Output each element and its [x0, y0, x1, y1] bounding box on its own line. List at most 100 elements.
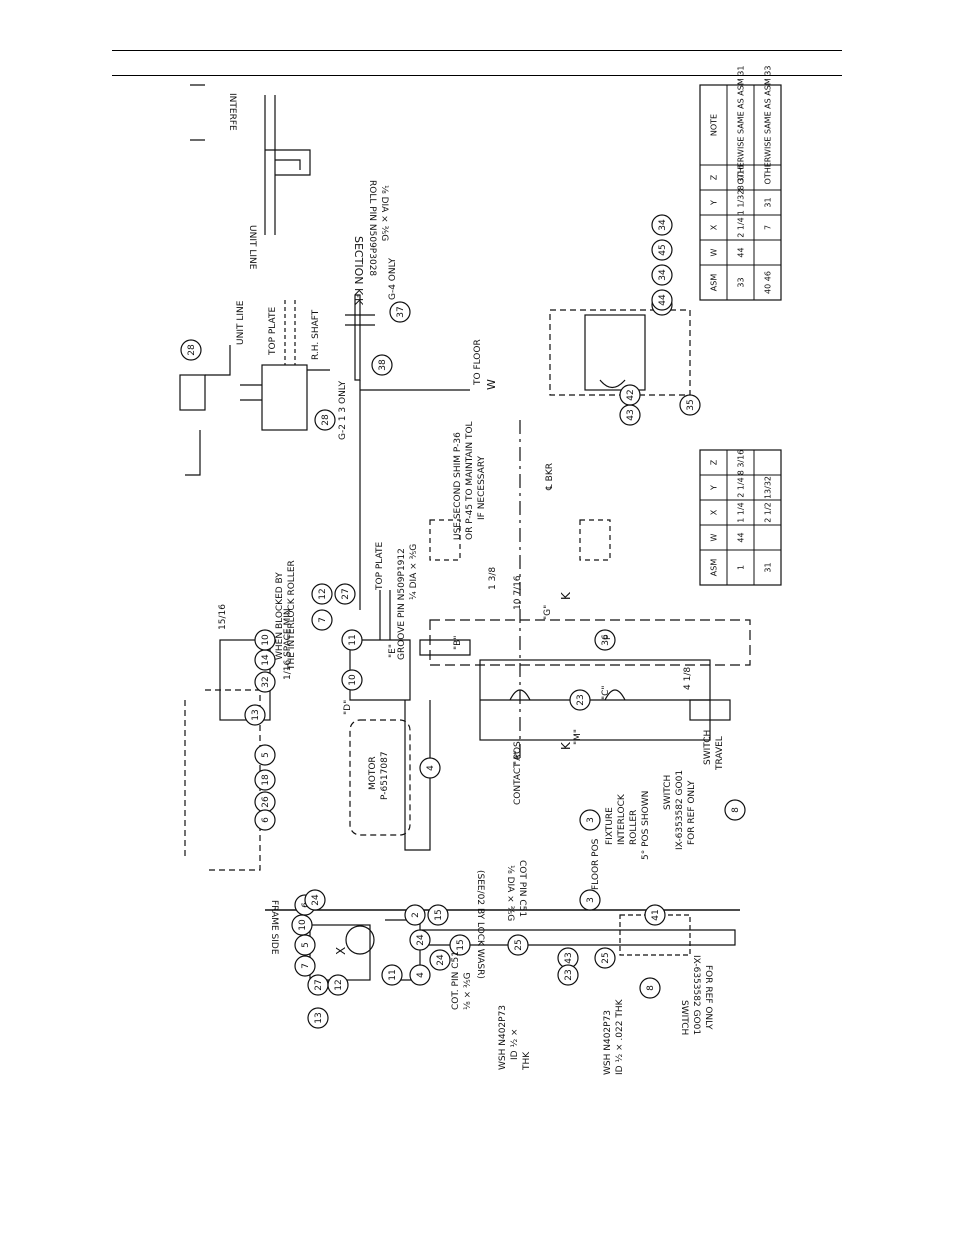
- callout-circle: [569, 689, 591, 711]
- switch-travel-label-2: TRAVEL: [715, 736, 725, 771]
- g4-pin: [345, 314, 375, 326]
- callout-number: 5: [261, 752, 271, 758]
- right-slot: [599, 379, 626, 389]
- callout-number: 18: [261, 774, 271, 786]
- callout-number: 10: [298, 919, 308, 931]
- callout-circle: [371, 354, 393, 376]
- callout-circle: [180, 339, 202, 361]
- five-pos-label: 5° POS SHOWN: [641, 791, 651, 860]
- callout-number: 7: [318, 617, 328, 623]
- cot-pin-2-label: COT. PIN C51: [451, 951, 461, 1010]
- callout-number: 12: [334, 979, 344, 990]
- table-frame: [699, 84, 782, 301]
- callout-number: 25: [514, 939, 524, 950]
- motor-outline: [349, 719, 411, 836]
- groove-pin-shaft: [379, 590, 391, 640]
- callout-number: 10: [348, 674, 358, 686]
- callout-number: 7: [301, 963, 311, 969]
- table-cell: 44: [737, 532, 746, 542]
- callout-number: 8: [731, 807, 741, 813]
- roll-pin-label-b: ⅛ DIA × ⅗G: [379, 185, 389, 241]
- table-cell: 44: [737, 247, 746, 257]
- callout-circle: [307, 1007, 329, 1029]
- callout-circle: [639, 977, 661, 999]
- top-plate-label: TOP PLATE: [268, 307, 278, 356]
- unit-line-leader: [205, 345, 231, 376]
- callout-circle: [409, 964, 431, 986]
- callout-number: 36: [601, 634, 611, 646]
- callout-number: 12: [318, 588, 328, 599]
- dim-10: 10 7/16: [513, 575, 523, 610]
- side-roller: [345, 925, 375, 955]
- washer-2-label-b: ID ½ × .022 THK: [615, 998, 625, 1075]
- callout-number: 27: [314, 979, 324, 990]
- motor-part-label: P-6517087: [380, 751, 390, 800]
- groove-pin-label-b: ¼ DIA × ⅗G: [409, 544, 419, 600]
- callout-number: 32: [261, 676, 271, 687]
- callout-number: 5: [301, 942, 311, 948]
- callout-number: 8: [646, 985, 656, 991]
- lock-wasr-label: (SEE/02 BY LOCK WASR): [475, 870, 485, 979]
- callout-number: 34: [658, 219, 668, 231]
- partial-edge: [185, 430, 201, 476]
- table-cell: 7: [764, 225, 773, 230]
- callout-number: 44: [658, 294, 668, 306]
- table-cell: 8 3/16: [737, 165, 746, 191]
- frame-side-label: FRAME SIDE: [269, 900, 279, 955]
- callout-circle: [419, 757, 441, 779]
- fixture-label: FIXTURE: [605, 807, 615, 845]
- switch-travel-label: SWITCH: [703, 730, 713, 765]
- table-cell: 1 1/32: [737, 190, 746, 216]
- bracket-slots: [509, 689, 626, 701]
- callout-number: 10: [261, 634, 271, 646]
- callout-circle: [254, 744, 276, 766]
- callout-balloons: 2828383745344534444342353632141013518266…: [180, 214, 746, 1029]
- switch-ref-b-label: SWITCH: [679, 1000, 689, 1035]
- washer-1-label: WSH N402P73: [498, 1005, 508, 1070]
- or-p45-label: OR P-45 TO MAINTAIN TOL: [465, 421, 475, 540]
- fixture-label-2: INTERLOCK: [617, 793, 627, 845]
- callout-circle: [327, 974, 349, 996]
- callout-number: 15: [434, 909, 444, 920]
- link-arm: [419, 639, 471, 656]
- callout-number: 13: [251, 709, 261, 720]
- callout-circle: [429, 949, 451, 971]
- table-cell: 40 46: [764, 271, 773, 294]
- callout-circle: [449, 934, 471, 956]
- callout-number: 34: [658, 269, 668, 281]
- callout-circle: [409, 929, 431, 951]
- callout-number: 11: [348, 634, 358, 645]
- top-plate-lines: [240, 369, 330, 401]
- right-solid-block: [584, 314, 646, 391]
- g213-label: G-2 1 3 ONLY: [338, 380, 348, 440]
- space-min-label: 1/16 SPACE MIN: [283, 608, 293, 680]
- callout-circle: [314, 409, 336, 431]
- letter-k2: K: [559, 741, 573, 750]
- table-cell: 1: [737, 565, 746, 570]
- cot-pin-label-b: ⅛ DIA × ⅗G: [505, 865, 515, 921]
- roll-pin-label: ROLL PIN N509P3028: [367, 180, 377, 276]
- callout-circle: [341, 669, 363, 691]
- callout-circle: [341, 629, 363, 651]
- if-necessary-label: IF NECESSARY: [477, 455, 487, 520]
- callout-number: 24: [416, 934, 426, 946]
- motor-label: MOTOR: [368, 756, 378, 790]
- table-header-cell: Z: [710, 459, 719, 465]
- callout-circle: [557, 964, 579, 986]
- table-header-cell: W: [710, 533, 719, 541]
- header-rule-top: [112, 50, 842, 51]
- table-cell: OTHERWISE SAME AS ASM 31: [737, 66, 746, 185]
- callout-circle: [404, 904, 426, 926]
- switch-ref-label-2: IX-6353582 GO01: [675, 770, 685, 850]
- callout-circle: [311, 583, 333, 605]
- rh-shaft: [284, 300, 296, 365]
- washer-1-label-b: ID ½ ×: [510, 1028, 520, 1060]
- letter-b: "B": [453, 636, 463, 650]
- callout-circle: [579, 889, 601, 911]
- table-cell: 2 1/4: [737, 217, 746, 238]
- table-cell: 31: [764, 562, 773, 572]
- callout-circle: [311, 609, 333, 631]
- callout-circle: [651, 289, 673, 311]
- table-header-cell: Y: [710, 485, 719, 491]
- callout-number: 23: [576, 694, 586, 705]
